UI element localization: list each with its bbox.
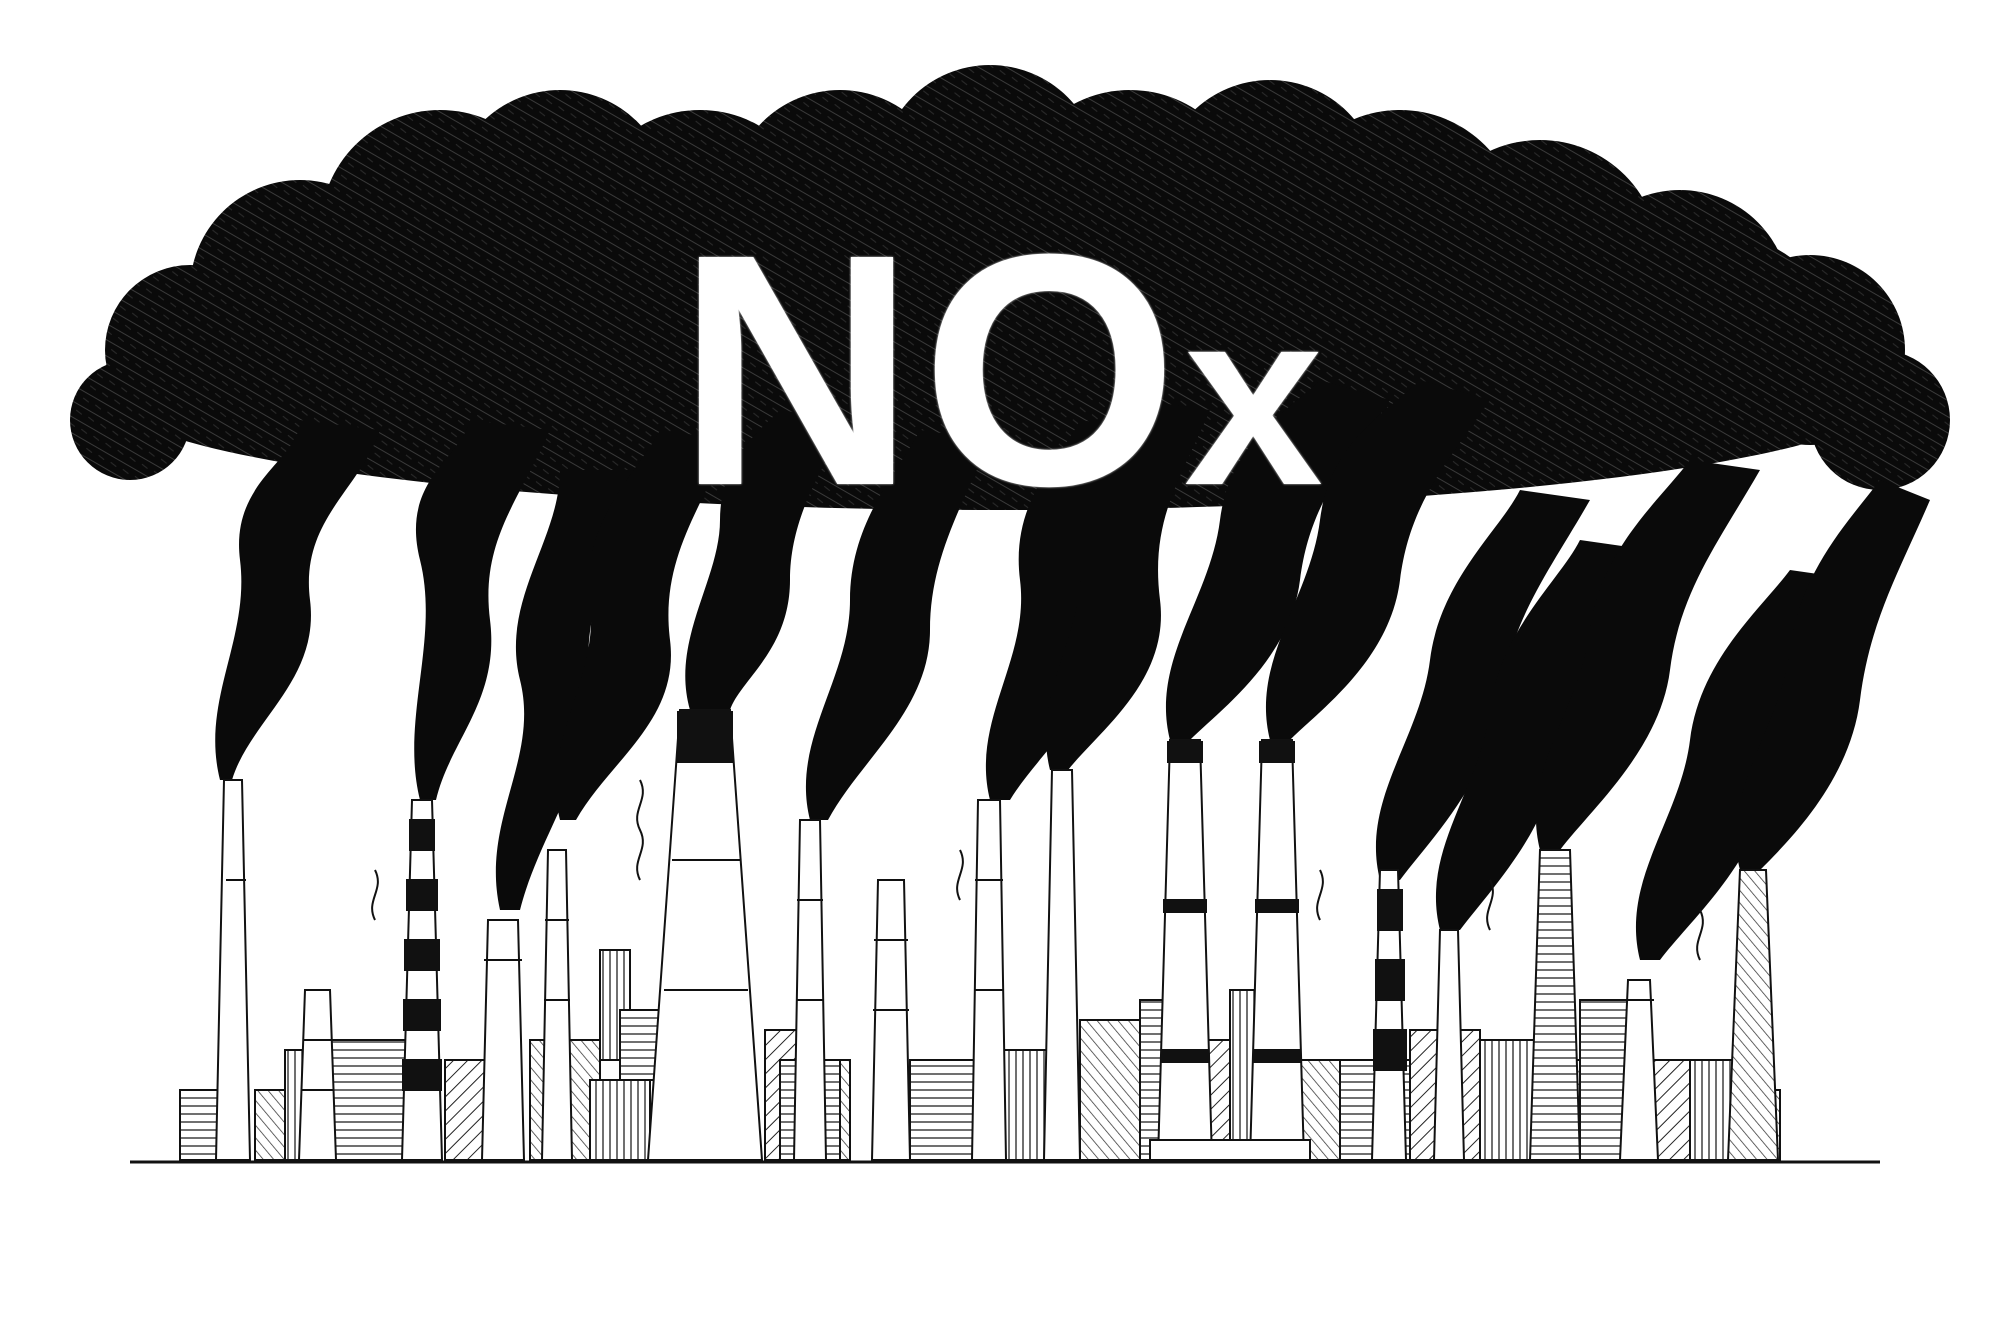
chimney-large bbox=[646, 709, 764, 1161]
smoke-plumes bbox=[215, 380, 1930, 960]
chimney bbox=[540, 849, 574, 1161]
chimney-twin bbox=[1248, 739, 1306, 1161]
headline-main: NO bbox=[676, 185, 1184, 554]
chimney bbox=[792, 819, 828, 1161]
chimney bbox=[1618, 979, 1660, 1161]
chimney bbox=[1042, 769, 1082, 1161]
chimney-brick bbox=[1528, 849, 1582, 1161]
chimney bbox=[970, 799, 1008, 1161]
chimney-striped bbox=[1370, 869, 1408, 1161]
chimney-striped bbox=[400, 799, 444, 1161]
chimney bbox=[297, 989, 338, 1161]
chimneys bbox=[214, 709, 1780, 1161]
smoke-wisps bbox=[371, 779, 1704, 961]
chimney bbox=[870, 879, 912, 1161]
headline-suffix: x bbox=[1183, 258, 1324, 537]
chimney bbox=[214, 779, 252, 1161]
chimney-brick bbox=[1726, 869, 1780, 1161]
chimney bbox=[480, 919, 526, 1161]
nox-headline: NOx bbox=[0, 205, 2000, 535]
chimney bbox=[1432, 929, 1466, 1161]
chimney-twin bbox=[1156, 739, 1214, 1161]
